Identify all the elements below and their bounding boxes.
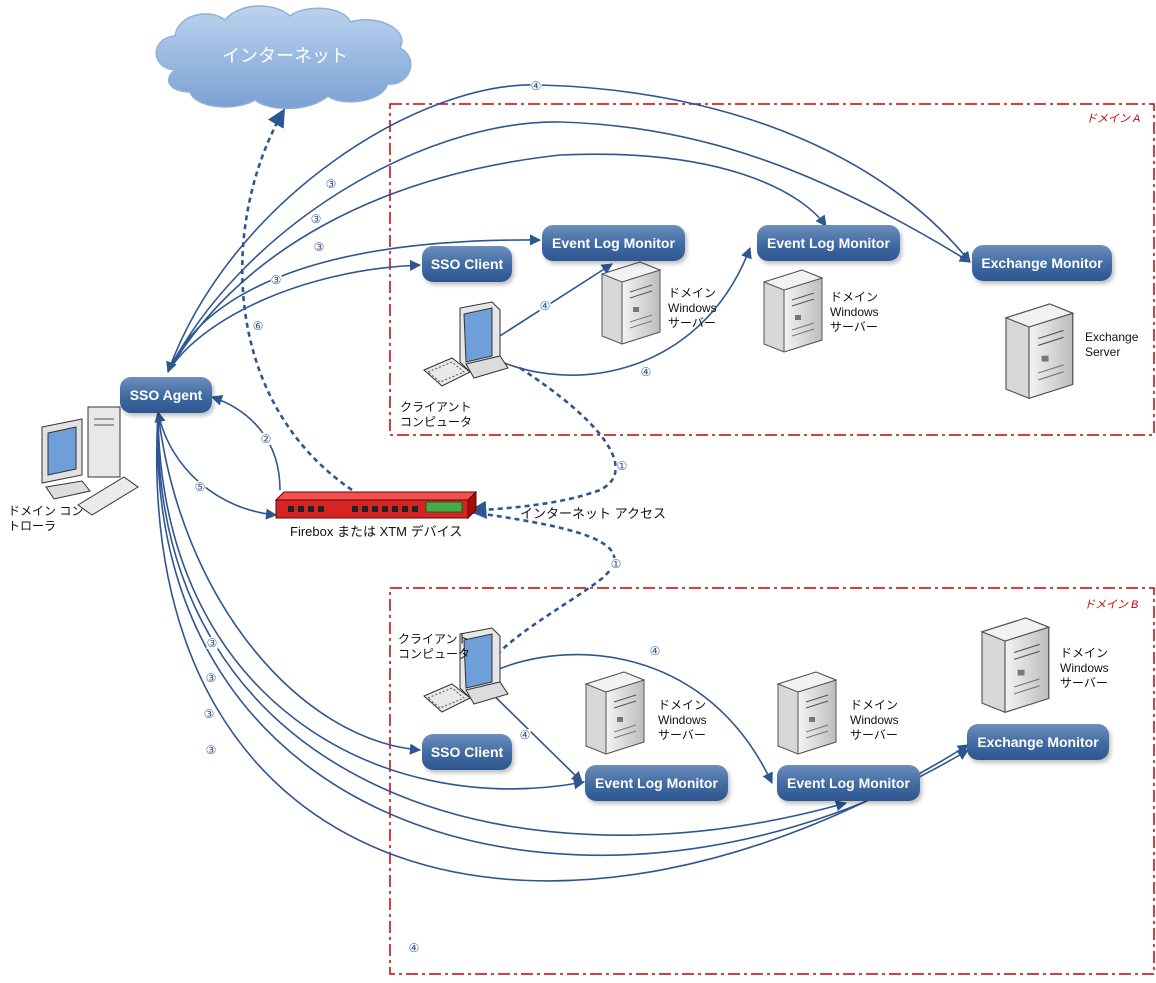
client-b-label: クライアント コンピュータ <box>398 632 471 661</box>
step-6-marker: ⑥ <box>252 319 264 333</box>
step-3-marker: ③ <box>313 240 325 254</box>
step-2-marker: ② <box>260 432 272 446</box>
step-1-marker: ① <box>610 557 622 571</box>
step-4-marker: ④ <box>539 299 551 313</box>
domain-b-tag: ドメイン B <box>1084 599 1139 611</box>
windows-server-b3 <box>981 617 1050 713</box>
domain-controller-computer <box>41 406 139 516</box>
firebox-label: Firebox または XTM デバイス <box>290 524 463 539</box>
client-a-label: クライアント コンピュータ <box>400 400 473 429</box>
step-3-marker: ③ <box>205 743 217 757</box>
event-log-monitor-a1-node[interactable]: Event Log Monitor <box>542 225 685 261</box>
windows-server-a1 <box>601 261 661 345</box>
firebox-device <box>274 490 478 520</box>
windows-server-b2 <box>777 671 837 755</box>
step-4-marker: ④ <box>408 941 420 955</box>
event-log-monitor-b1-node[interactable]: Event Log Monitor <box>585 765 728 801</box>
internet-cloud-label: インターネット <box>222 46 348 66</box>
event-log-monitor-a2-node[interactable]: Event Log Monitor <box>757 225 900 261</box>
event-log-monitor-b2-node[interactable]: Event Log Monitor <box>777 765 920 801</box>
server-a1-label: ドメイン Windows サーバー <box>668 286 717 330</box>
sso-agent-node[interactable]: SSO Agent <box>120 377 212 413</box>
server-b2-label: ドメイン Windows サーバー <box>850 698 899 742</box>
step-3-marker: ③ <box>205 671 217 685</box>
internet-access-label: インターネット アクセス <box>520 506 666 521</box>
windows-server-a2 <box>763 269 823 353</box>
step-1-marker: ① <box>616 459 628 473</box>
sso-client-a-node[interactable]: SSO Client <box>422 246 512 282</box>
internet-cloud <box>155 5 412 110</box>
server-a2-label: ドメイン Windows サーバー <box>830 290 879 334</box>
domain-controller-label: ドメイン コン トローラ <box>8 504 84 533</box>
client-computer-a <box>423 301 509 387</box>
step-5-marker: ⑤ <box>194 480 206 494</box>
exchange-monitor-b-node[interactable]: Exchange Monitor <box>967 724 1109 760</box>
step-4-marker: ④ <box>640 365 652 379</box>
exchange-server-a <box>1005 303 1074 399</box>
step-4-marker: ④ <box>519 728 531 742</box>
step-3-marker: ③ <box>310 212 322 226</box>
internet-traffic <box>240 108 617 678</box>
connections <box>154 84 971 882</box>
exchange-server-label: Exchange Server <box>1085 330 1139 359</box>
sso-client-b-node[interactable]: SSO Client <box>422 734 512 770</box>
step-3-marker: ③ <box>325 177 337 191</box>
domain-a-tag: ドメイン A <box>1086 113 1141 125</box>
step-3-marker: ③ <box>203 707 215 721</box>
server-b3-label: ドメイン Windows サーバー <box>1060 646 1109 690</box>
windows-server-b1 <box>585 671 645 755</box>
step-3-marker: ③ <box>206 636 218 650</box>
server-b1-label: ドメイン Windows サーバー <box>658 698 707 742</box>
step-4-marker: ④ <box>530 79 542 93</box>
exchange-monitor-a-node[interactable]: Exchange Monitor <box>972 245 1112 281</box>
step-4-marker: ④ <box>649 644 661 658</box>
step-3-marker: ③ <box>270 273 282 287</box>
